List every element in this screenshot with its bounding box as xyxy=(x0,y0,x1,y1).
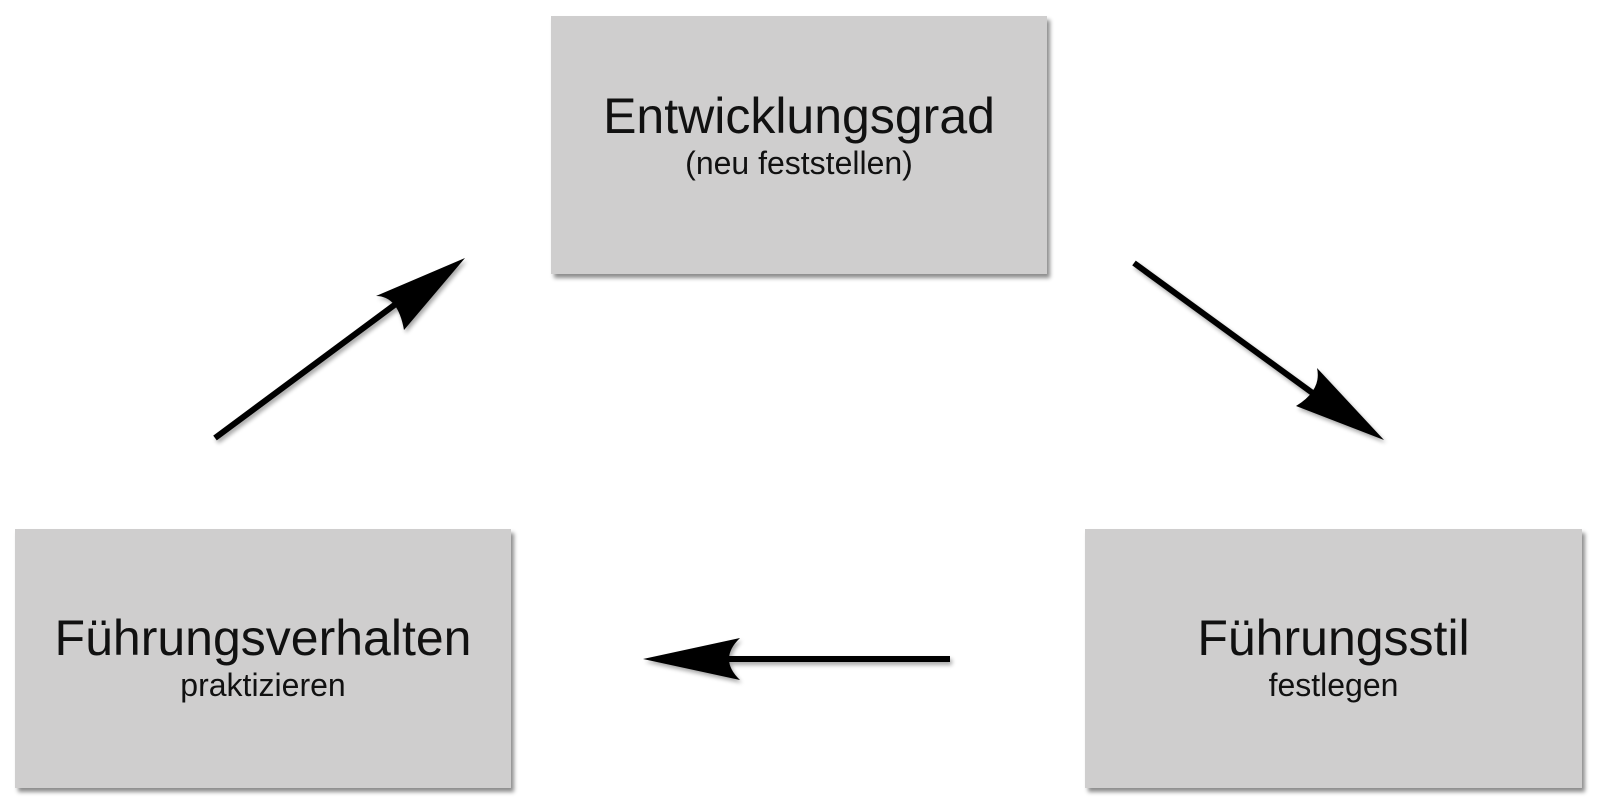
arrowhead-right-to-left xyxy=(643,638,740,680)
arrow-top-to-right xyxy=(1132,260,1384,440)
node-fuehrungsverhalten: Führungsverhalten praktizieren xyxy=(15,529,511,788)
arrowhead-left-to-top xyxy=(376,258,465,330)
node-right-title: Führungsstil xyxy=(1197,610,1470,667)
node-top-title: Entwicklungsgrad xyxy=(603,88,995,144)
node-top-subtitle: (neu feststellen) xyxy=(685,144,913,181)
arrowhead-top-to-right xyxy=(1296,368,1384,440)
node-left-title: Führungsverhalten xyxy=(54,610,472,667)
node-left-subtitle: praktizieren xyxy=(180,666,346,703)
node-entwicklungsgrad: Entwicklungsgrad (neu feststellen) xyxy=(551,16,1047,274)
node-right-subtitle: festlegen xyxy=(1268,666,1399,703)
arrow-right-to-left xyxy=(643,638,950,680)
arrow-left-to-top xyxy=(213,258,465,441)
node-fuehrungsstil: Führungsstil festlegen xyxy=(1085,529,1582,788)
